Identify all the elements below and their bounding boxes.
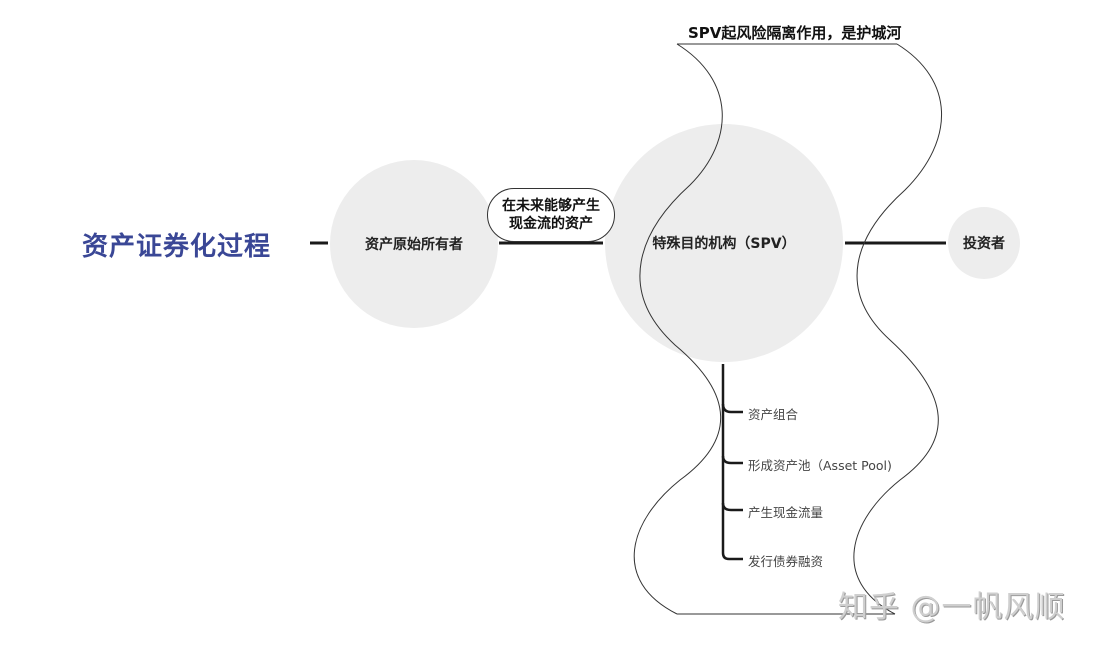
node-originator[interactable]: 资产原始所有者: [330, 160, 498, 328]
node-investor-label: 投资者: [963, 236, 1005, 252]
spv-branch-bond-issuance[interactable]: 发行债券融资: [748, 554, 824, 569]
spv-branch-asset-pool[interactable]: 形成资产池（Asset Pool): [748, 458, 892, 473]
spv-branch-asset-combination[interactable]: 资产组合: [748, 407, 799, 422]
watermark: 知乎 @一帆风顺: [838, 590, 1066, 625]
boundary-note: SPV起风险隔离作用，是护城河: [688, 24, 902, 42]
node-spv-label: 特殊目的机构（SPV）: [652, 236, 796, 252]
diagram-title: 资产证券化过程: [82, 232, 272, 262]
edge-label-line1: 在未来能够产生: [502, 198, 600, 214]
spv-branch-cash-flow[interactable]: 产生现金流量: [748, 505, 824, 520]
edge-label-bubble[interactable]: 在未来能够产生 现金流的资产: [487, 188, 615, 242]
edge-label-line2: 现金流的资产: [509, 216, 593, 232]
node-investor[interactable]: 投资者: [948, 207, 1020, 279]
node-originator-label: 资产原始所有者: [365, 237, 463, 253]
node-spv[interactable]: 特殊目的机构（SPV）: [605, 124, 843, 362]
